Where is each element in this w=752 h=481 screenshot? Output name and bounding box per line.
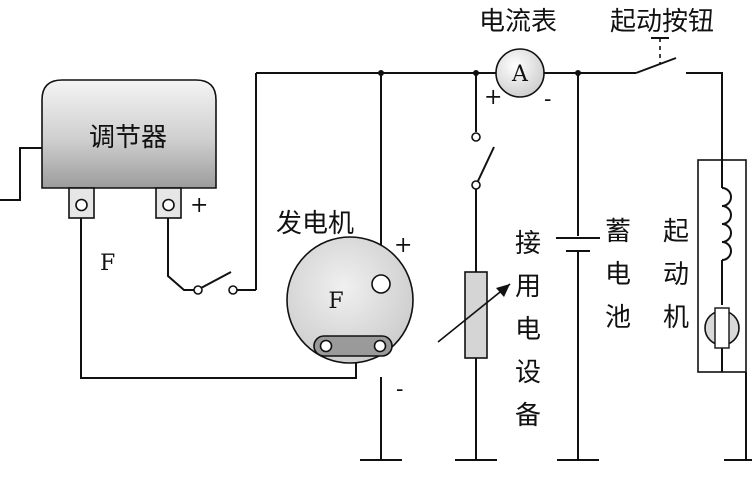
load-rheostat <box>437 271 511 359</box>
battery-label: 蓄 电 池 <box>605 217 631 333</box>
ammeter-plus-sign: + <box>484 85 502 110</box>
load-label: 接 用 电 设 备 <box>515 229 541 431</box>
svg-text:备: 备 <box>515 401 541 431</box>
regulator-plus-sign: + <box>190 193 208 218</box>
generator <box>286 236 414 364</box>
generator-minus-sign: - <box>396 377 403 402</box>
start-button-switch <box>635 37 723 160</box>
svg-text:动: 动 <box>663 260 689 290</box>
generator-f-label: F <box>328 289 343 314</box>
svg-text:池: 池 <box>605 303 631 333</box>
svg-text:起: 起 <box>663 217 689 247</box>
ammeter: A <box>495 48 545 98</box>
starter-label: 起 动 机 <box>663 217 689 333</box>
generator-plus-terminal <box>371 274 391 294</box>
starter-motor <box>697 159 747 373</box>
svg-text:接: 接 <box>515 229 541 259</box>
regulator-label: 调节器 <box>89 123 167 153</box>
generator-plus-sign: + <box>394 233 412 258</box>
generator-field-bar <box>313 335 393 357</box>
svg-text:电: 电 <box>515 315 541 345</box>
ammeter-symbol: A <box>511 62 529 87</box>
svg-text:机: 机 <box>663 303 689 333</box>
regulator-f-label: F <box>100 251 115 276</box>
generator-label: 发电机 <box>276 209 354 239</box>
ammeter-minus-sign: - <box>544 87 551 112</box>
svg-text:电: 电 <box>605 260 631 290</box>
regulator: 调节器 <box>41 79 217 219</box>
ammeter-title: 电流表 <box>479 7 557 37</box>
battery-symbol <box>556 237 600 252</box>
svg-text:蓄: 蓄 <box>605 217 631 247</box>
svg-text:设: 设 <box>515 358 541 388</box>
start-button-label: 起动按钮 <box>610 7 714 37</box>
svg-text:用: 用 <box>515 272 541 302</box>
